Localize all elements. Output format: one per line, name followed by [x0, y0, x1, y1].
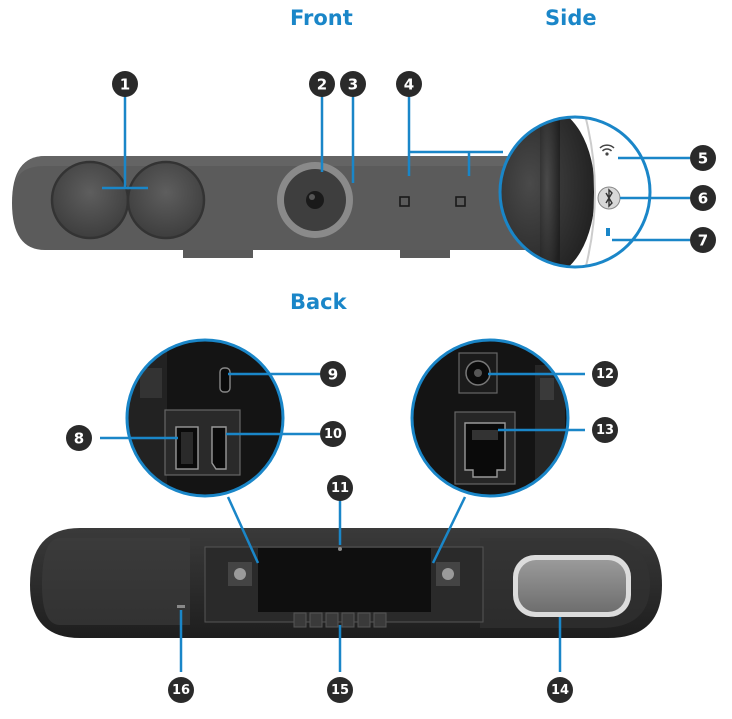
callout-number: 8	[74, 430, 84, 448]
callout-7: 7	[690, 227, 716, 253]
callout-number: 7	[698, 232, 708, 250]
grip-pad	[518, 560, 626, 612]
usb-c-port	[219, 367, 231, 393]
front-view	[12, 156, 560, 258]
callout-number: 11	[331, 481, 349, 496]
front-section-label: Front	[290, 6, 353, 30]
callout-number: 3	[348, 76, 358, 94]
callout-8: 8	[66, 425, 92, 451]
callout-5: 5	[690, 145, 716, 171]
callout-10: 10	[320, 421, 346, 447]
callout-14: 14	[547, 677, 573, 703]
reset-hole	[177, 605, 185, 608]
side-zoom-ring	[498, 115, 652, 269]
callout-number: 2	[317, 76, 327, 94]
callout-6: 6	[690, 185, 716, 211]
callout-15: 15	[327, 677, 353, 703]
bluetooth-icon	[605, 188, 613, 208]
callout-number: 13	[596, 423, 614, 438]
callout-2: 2	[309, 71, 335, 97]
side-zoom	[498, 115, 652, 269]
callout-9: 9	[320, 361, 346, 387]
callout-number: 4	[404, 76, 414, 94]
callout-number: 1	[120, 76, 130, 94]
side-section-label: Side	[545, 6, 597, 30]
front-foot-left	[183, 248, 253, 258]
callout-12: 12	[592, 361, 618, 387]
callout-11: 11	[327, 475, 353, 501]
callout-lines	[100, 95, 690, 672]
back-zoom-right-ring	[410, 338, 570, 498]
callout-number: 12	[596, 367, 614, 382]
mic-hole	[338, 547, 342, 551]
sensor-right	[455, 196, 466, 207]
callout-number: 9	[328, 366, 338, 384]
callout-number: 5	[698, 150, 708, 168]
front-foot-right	[400, 248, 450, 258]
speaker-left	[50, 160, 130, 240]
back-zoom-left	[125, 338, 285, 498]
callout-number: 16	[172, 683, 190, 698]
port-bay	[258, 548, 431, 612]
sensor-left	[399, 196, 410, 207]
callout-3: 3	[340, 71, 366, 97]
callout-number: 14	[551, 683, 569, 698]
vents	[293, 612, 387, 628]
callout-16: 16	[168, 677, 194, 703]
callout-13: 13	[592, 417, 618, 443]
back-zoom-left-ring	[125, 338, 285, 498]
callout-number: 15	[331, 683, 349, 698]
status-led	[606, 228, 610, 236]
callout-4: 4	[396, 71, 422, 97]
callout-1: 1	[112, 71, 138, 97]
speaker-right	[126, 160, 206, 240]
wifi-icon	[599, 144, 615, 156]
callout-number: 6	[698, 190, 708, 208]
callout-number: 10	[324, 427, 342, 442]
back-zoom-right	[410, 338, 570, 498]
back-view	[30, 528, 662, 638]
hdmi-port	[211, 426, 227, 470]
back-section-label: Back	[290, 290, 347, 314]
